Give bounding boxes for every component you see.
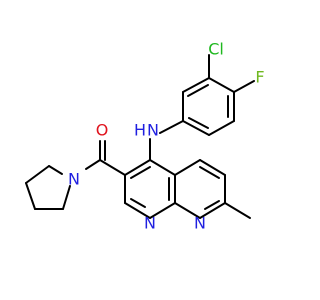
atom-label-layer: Cl F N H O N N N xyxy=(68,40,265,233)
bond xyxy=(130,166,151,179)
bond xyxy=(188,117,209,129)
bond xyxy=(182,77,210,93)
bond xyxy=(130,198,146,208)
bond xyxy=(25,182,36,210)
bond xyxy=(182,120,210,136)
bond xyxy=(233,80,255,93)
bond xyxy=(62,185,71,210)
bond xyxy=(149,159,176,176)
fluorine-label: F xyxy=(255,68,264,87)
bond xyxy=(224,202,251,219)
bond xyxy=(149,202,176,219)
chemical-structure: Cl F N H O N N N xyxy=(25,40,265,233)
bond xyxy=(199,166,220,179)
bond xyxy=(208,120,235,136)
bond xyxy=(204,200,220,210)
oxygen-label: O xyxy=(96,121,109,140)
bond xyxy=(99,159,126,176)
amine-hydrogen-label: H xyxy=(134,121,146,140)
bond xyxy=(199,202,226,219)
bond xyxy=(159,120,184,134)
bond xyxy=(208,77,235,93)
bond xyxy=(124,159,151,176)
bond-layer xyxy=(25,54,255,219)
bond xyxy=(187,84,209,97)
chlorine-label: Cl xyxy=(208,40,224,59)
bond xyxy=(25,165,50,184)
bond xyxy=(48,165,63,175)
bond xyxy=(199,159,226,176)
ring-nitrogen-label: N xyxy=(194,214,206,233)
bond xyxy=(174,202,201,219)
pyrrolidine-nitrogen-label: N xyxy=(68,170,80,189)
ring-nitrogen-label: N xyxy=(144,214,156,233)
amine-nitrogen-label: N xyxy=(147,121,159,140)
bond xyxy=(124,202,151,219)
bond xyxy=(174,159,201,176)
bond xyxy=(85,159,101,170)
